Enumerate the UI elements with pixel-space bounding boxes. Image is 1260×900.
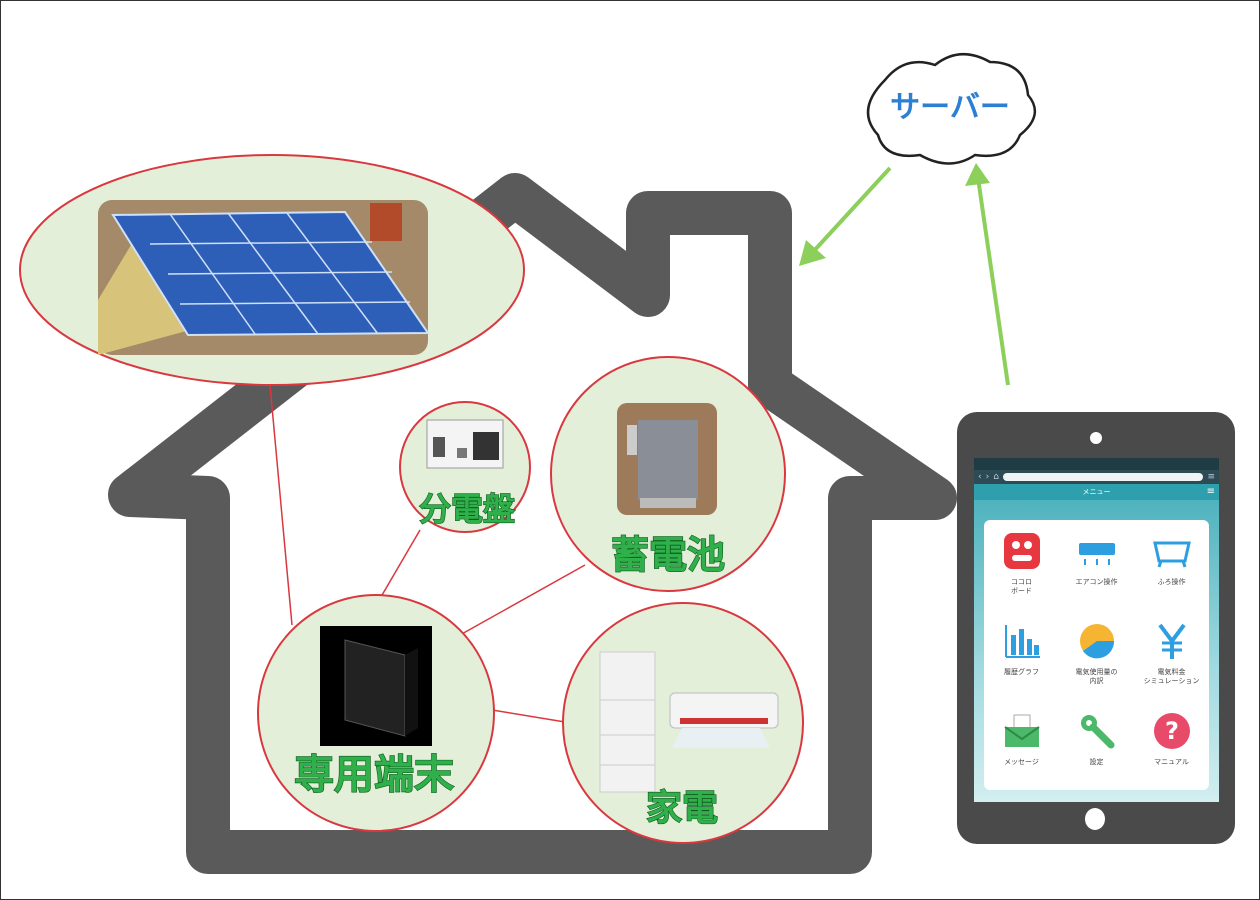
tablet-camera xyxy=(1090,432,1102,444)
menu-tile-kokoro-board[interactable]: ココロ ボード xyxy=(984,520,1059,610)
distribution-board-label: 分電盤 xyxy=(419,490,515,528)
air-conditioner-photo xyxy=(669,692,779,748)
distribution-board-photo xyxy=(426,419,504,469)
arrow-tablet-to-server xyxy=(976,177,1010,386)
app-title-bar: メニュー ≡ xyxy=(974,484,1219,500)
solar-panel-node xyxy=(19,154,525,386)
air-conditioner-icon xyxy=(1076,530,1118,572)
solar-roof-photo xyxy=(98,200,430,355)
link-battery-terminal xyxy=(459,564,586,636)
house-outline xyxy=(108,173,957,874)
browser-url-bar: ‹ › ⌂ ≡ xyxy=(974,470,1219,484)
hamburger-menu-icon[interactable]: ≡ xyxy=(1206,486,1215,497)
distribution-board-node: 分電盤 xyxy=(399,401,531,533)
kokoro-board-icon xyxy=(1001,530,1043,572)
menu-label: メッセージ xyxy=(1004,758,1039,766)
tablet-status-bar xyxy=(974,458,1219,470)
menu-tile-air-conditioner[interactable]: エアコン操作 xyxy=(1059,520,1134,610)
menu-tile-manual[interactable]: ? マニュアル xyxy=(1134,700,1209,790)
menu-label: 設定 xyxy=(1089,758,1104,766)
tablet-device: ‹ › ⌂ ≡ メニュー ≡ ココロ ボード エアコン操作 xyxy=(957,412,1235,844)
menu-tile-rate-simulation[interactable]: 電気料金 シミュレーション xyxy=(1134,610,1209,700)
menu-tile-message[interactable]: メッセージ xyxy=(984,700,1059,790)
dedicated-terminal-photo xyxy=(320,626,432,746)
menu-label: マニュアル xyxy=(1154,758,1189,766)
arrow-head-server xyxy=(965,163,990,186)
storage-battery-label: 蓄電池 xyxy=(611,533,725,577)
menu-tile-history-graph[interactable]: 履歴グラフ xyxy=(984,610,1059,700)
arrow-head-house xyxy=(799,240,826,266)
bar-graph-icon xyxy=(1001,620,1043,662)
server-cloud: サーバー xyxy=(866,53,1037,165)
yen-icon xyxy=(1151,620,1193,662)
svg-text:?: ? xyxy=(1165,717,1179,745)
menu-label: ココロ ボード xyxy=(1011,578,1032,595)
reader-icon[interactable]: ≡ xyxy=(1207,472,1215,482)
url-field[interactable] xyxy=(1002,473,1204,481)
dedicated-terminal-label: 専用端末 xyxy=(294,752,454,798)
refrigerator-photo xyxy=(599,651,656,793)
menu-label: 履歴グラフ xyxy=(1004,668,1039,676)
envelope-icon xyxy=(1001,710,1043,752)
menu-label: 電気料金 シミュレーション xyxy=(1143,668,1200,685)
dedicated-terminal-node: 専用端末 xyxy=(257,594,495,832)
back-icon[interactable]: ‹ xyxy=(978,472,982,482)
forward-icon[interactable]: › xyxy=(985,472,990,482)
menu-tile-settings[interactable]: 設定 xyxy=(1059,700,1134,790)
menu-tile-bath[interactable]: ふろ操作 xyxy=(1134,520,1209,610)
arrow-server-to-house xyxy=(810,166,892,255)
pie-chart-icon xyxy=(1076,620,1118,662)
menu-label: エアコン操作 xyxy=(1075,578,1118,586)
bathtub-icon xyxy=(1151,530,1193,572)
appliances-label: 家電 xyxy=(646,788,718,829)
link-board-terminal xyxy=(377,529,421,603)
menu-label: 電気使用量の 内訳 xyxy=(1075,668,1118,685)
menu-label: ふろ操作 xyxy=(1157,578,1186,586)
menu-grid: ココロ ボード エアコン操作 ふろ操作 履歴グラフ xyxy=(984,520,1209,790)
tablet-home-button[interactable] xyxy=(1085,808,1105,830)
storage-battery-photo xyxy=(617,403,717,515)
question-icon: ? xyxy=(1151,710,1193,752)
cloud-shape xyxy=(866,53,1037,165)
storage-battery-node: 蓄電池 xyxy=(550,356,786,592)
link-solar-terminal xyxy=(269,384,293,626)
menu-tile-usage-breakdown[interactable]: 電気使用量の 内訳 xyxy=(1059,610,1134,700)
app-title: メニュー xyxy=(1082,488,1111,496)
connector-lines xyxy=(269,384,586,723)
wrench-icon xyxy=(1076,710,1118,752)
tablet-screen: ‹ › ⌂ ≡ メニュー ≡ ココロ ボード エアコン操作 xyxy=(974,458,1219,802)
appliances-node: 家電 xyxy=(562,602,804,844)
data-arrows xyxy=(799,163,1010,386)
home-icon[interactable]: ⌂ xyxy=(993,472,999,482)
link-appliances-terminal xyxy=(491,709,566,723)
server-label: サーバー xyxy=(890,90,1010,125)
